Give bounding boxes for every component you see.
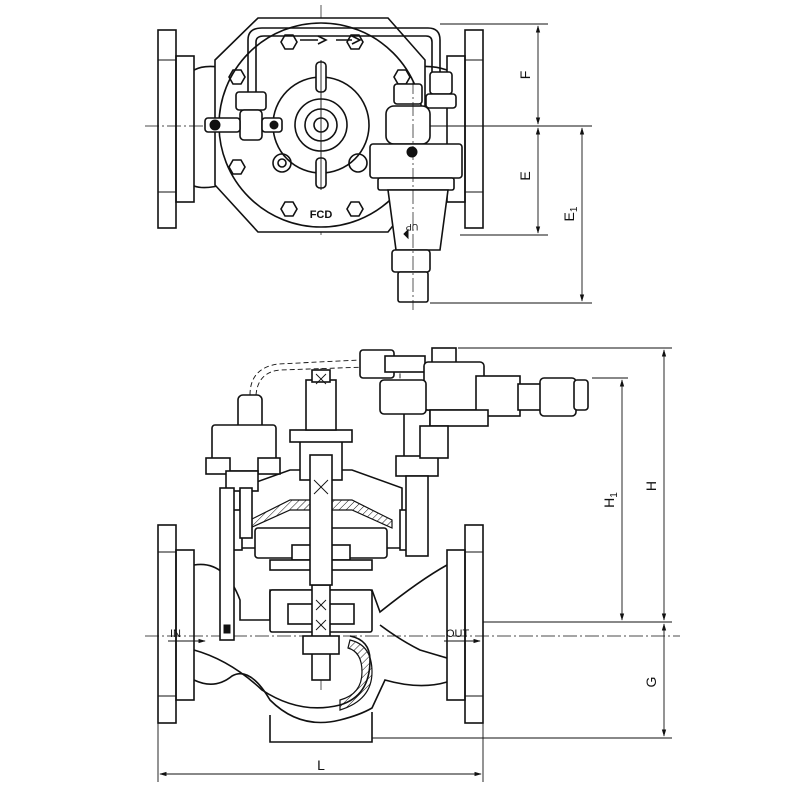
pilot-up-mark: UP [406, 222, 419, 232]
dim-f-label: F [517, 71, 533, 80]
dim-g-label: G [643, 677, 659, 688]
dim-e-label: E [517, 171, 533, 180]
dim-h-label: H [643, 481, 659, 491]
dim-e1-label: E1 [561, 206, 580, 221]
dim-l-label: L [317, 757, 325, 773]
front-view: IN OUT H H1 G L [145, 347, 680, 782]
top-view: UP FCD F E E1 [145, 5, 592, 310]
body-material-mark: FCD [310, 209, 333, 221]
outlet-label: OUT [446, 628, 470, 640]
dim-h1-label: H1 [601, 492, 620, 508]
inlet-label: IN [170, 628, 181, 640]
